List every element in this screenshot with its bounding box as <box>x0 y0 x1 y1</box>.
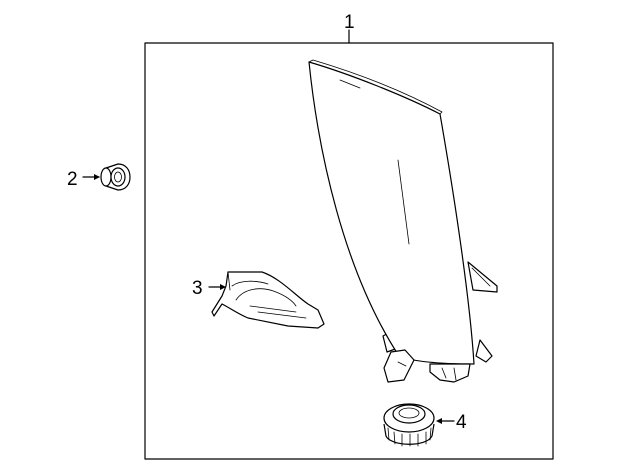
arrow-3 <box>220 284 226 290</box>
part-3-bracket <box>211 271 325 329</box>
callout-3: 3 <box>192 278 203 299</box>
part-4-cap <box>383 403 435 447</box>
arrow-4 <box>436 418 442 424</box>
callout-4: 4 <box>456 412 467 433</box>
callout-2: 2 <box>67 169 78 190</box>
arrow-2 <box>94 174 100 180</box>
part-2-clip <box>100 163 131 191</box>
part-1-trim-panel <box>308 59 498 383</box>
callout-1: 1 <box>344 12 355 33</box>
